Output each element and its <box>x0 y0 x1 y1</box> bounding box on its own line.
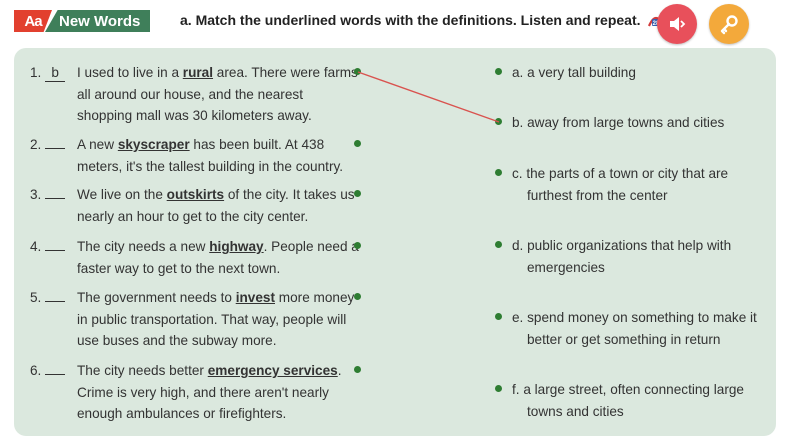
definition-c: c. the parts of a town or city that are … <box>512 166 729 203</box>
answer-blank[interactable] <box>45 250 66 251</box>
keyword: invest <box>235 290 275 305</box>
question-number: 5. <box>30 290 42 305</box>
definition-a-match-dot[interactable] <box>495 68 502 75</box>
question-3: 3. We live on the outskirts of the city.… <box>30 184 360 227</box>
header: Aa New Words a. Match the underlined wor… <box>0 0 785 44</box>
question-number: 2. <box>30 137 42 152</box>
question-4-match-dot[interactable] <box>354 242 361 249</box>
key-icon <box>720 15 738 35</box>
question-text: The government needs to invest more mone… <box>77 290 355 348</box>
aa-icon: Aa <box>14 10 52 32</box>
question-2: 2. A new skyscraper has been built. At 4… <box>30 134 360 177</box>
badge-label: New Words <box>45 10 151 32</box>
question-1-match-dot[interactable] <box>354 68 361 75</box>
definition-e: e. spend money on something to make it b… <box>512 310 757 347</box>
answer-blank[interactable]: b <box>45 65 66 82</box>
answer-blank[interactable] <box>45 148 66 149</box>
definition-f-match-dot[interactable] <box>495 385 502 392</box>
definition-e-match-dot[interactable] <box>495 313 502 320</box>
definition-a: a. a very tall building <box>512 65 636 80</box>
instruction: a. Match the underlined words with the d… <box>180 12 665 28</box>
answer-blank[interactable] <box>45 374 66 375</box>
answer-blank[interactable] <box>45 301 66 302</box>
question-text: The city needs a new highway. People nee… <box>77 239 359 276</box>
question-number: 4. <box>30 239 42 254</box>
question-6-match-dot[interactable] <box>354 366 361 373</box>
keyword: highway <box>209 239 264 254</box>
definition-b: b. away from large towns and cities <box>512 115 725 130</box>
question-number: 6. <box>30 363 42 378</box>
keyword: outskirts <box>166 187 225 202</box>
speaker-icon <box>670 17 686 31</box>
question-text: I used to live in a rural area. There we… <box>77 65 358 123</box>
question-text: We live on the outskirts of the city. It… <box>77 187 355 224</box>
question-2-match-dot[interactable] <box>354 140 361 147</box>
question-1: 1. b I used to live in a rural area. The… <box>30 62 360 127</box>
question-number: 3. <box>30 187 42 202</box>
definition-f: f. a large street, often connecting larg… <box>512 382 744 419</box>
question-4: 4. The city needs a new highway. People … <box>30 236 360 279</box>
question-number: 1. <box>30 65 42 80</box>
new-words-badge: Aa New Words <box>14 10 151 32</box>
question-text: The city needs better emergency services… <box>77 363 342 421</box>
keyword: rural <box>182 65 214 80</box>
keyword: emergency services <box>207 363 338 378</box>
question-3-match-dot[interactable] <box>354 190 361 197</box>
question-5: 5. The government needs to invest more m… <box>30 287 360 352</box>
definition-d: d. public organizations that help with e… <box>512 238 732 275</box>
answer-blank[interactable] <box>45 198 66 199</box>
keyword: skyscraper <box>117 137 190 152</box>
answer-key-button[interactable] <box>709 4 749 44</box>
svg-text:28: 28 <box>653 21 660 27</box>
definition-c-match-dot[interactable] <box>495 169 502 176</box>
definition-b-match-dot[interactable] <box>495 118 502 125</box>
question-5-match-dot[interactable] <box>354 293 361 300</box>
instruction-text: a. Match the underlined words with the d… <box>180 12 641 28</box>
definition-d-match-dot[interactable] <box>495 241 502 248</box>
audio-button[interactable] <box>657 4 697 44</box>
question-text: A new skyscraper has been built. At 438 … <box>77 137 344 174</box>
question-6: 6. The city needs better emergency servi… <box>30 360 360 425</box>
